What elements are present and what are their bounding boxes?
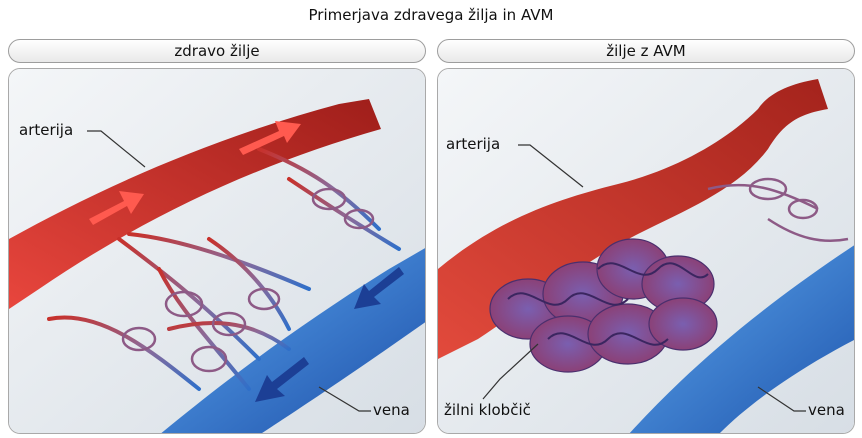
panel-healthy-vessels: arterija vena: [8, 68, 426, 434]
avm-vessels-illustration: [438, 69, 855, 434]
figure-title: Primerjava zdravega žilja in AVM: [0, 6, 862, 24]
panel-heading-avm: žilje z AVM: [437, 39, 855, 63]
label-vein-healthy: vena: [373, 401, 410, 419]
panel-heading-healthy: zdravo žilje: [8, 39, 426, 63]
label-artery-healthy: arterija: [19, 121, 73, 139]
label-artery-avm: arterija: [446, 135, 500, 153]
label-nidus-avm: žilni klobčič: [444, 401, 531, 419]
label-vein-avm: vena: [808, 401, 845, 419]
panel-avm-vessels: arterija žilni klobčič vena: [437, 68, 855, 434]
